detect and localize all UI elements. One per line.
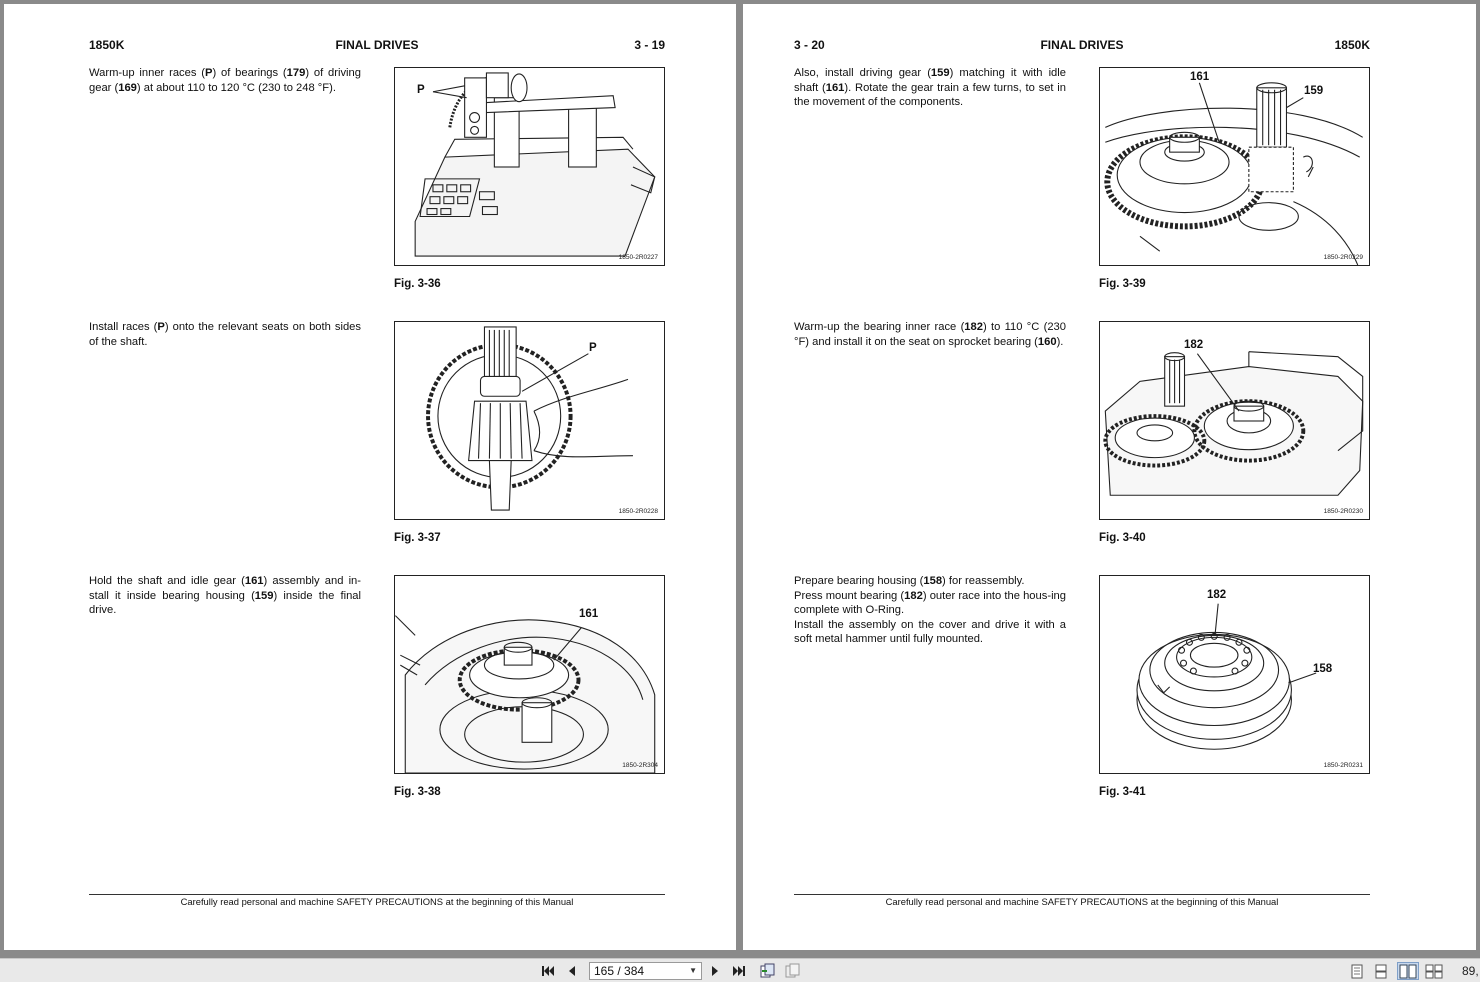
figure-id: 1850-2R0229: [1323, 254, 1363, 261]
two-page-continuous-view-button[interactable]: [1425, 962, 1443, 980]
continuous-view-button[interactable]: [1373, 962, 1389, 980]
instruction-paragraph: Warm-up the bearing inner race (182) to …: [794, 321, 1066, 348]
fit-page-icon: [760, 963, 775, 978]
two-page-icon: [1399, 964, 1417, 978]
prev-page-icon: [569, 966, 575, 976]
instruction-paragraph: Prepare bearing housing (158) for reasse…: [794, 575, 1066, 646]
figure-gear-train: 161 159 1850-2R0229: [1099, 67, 1370, 266]
page-header: 1850K FINAL DRIVES 3 - 19: [89, 38, 665, 54]
header-page-number: 3 - 19: [634, 38, 665, 52]
callout-label: 159: [1304, 85, 1324, 97]
header-model: 1850K: [1334, 38, 1370, 52]
page-footer: Carefully read personal and machine SAFE…: [885, 896, 1279, 907]
prev-page-button[interactable]: [565, 962, 579, 980]
callout-label: 182: [1207, 589, 1227, 601]
left-page: 1850K FINAL DRIVES 3 - 19 Warm-up inner …: [4, 4, 736, 950]
figure-caption: Fig. 3-38: [394, 786, 441, 798]
figure-caption: Fig. 3-39: [1099, 278, 1146, 290]
figure-caption: Fig. 3-36: [394, 278, 441, 290]
figure-id: 1850-2R0231: [1323, 762, 1363, 769]
last-page-icon: [733, 966, 745, 976]
header-page-number: 3 - 20: [794, 38, 825, 52]
bearing-race-drawing: [1103, 351, 1364, 496]
shaft-races-drawing: [426, 326, 633, 511]
figure-id: 1850-2R0227: [618, 254, 658, 261]
bearing-heater-drawing: [414, 72, 656, 257]
footer-rule: [794, 894, 1370, 895]
fit-page-button[interactable]: [758, 962, 776, 980]
fit-width-icon: [785, 963, 800, 978]
page-header: 3 - 20 FINAL DRIVES 1850K: [794, 38, 1370, 54]
callout-label: 158: [1313, 663, 1333, 675]
bearing-housing-drawing: [1136, 603, 1317, 750]
callout-label: P: [417, 84, 425, 96]
header-section: FINAL DRIVES: [1040, 38, 1124, 52]
two-page-view-button[interactable]: [1397, 962, 1419, 980]
page-number-select[interactable]: 165 / 384 ▼: [589, 962, 702, 980]
zoom-level[interactable]: 89,: [1462, 964, 1479, 978]
continuous-icon: [1375, 964, 1387, 978]
first-page-icon: [542, 966, 554, 976]
figure-caption: Fig. 3-41: [1099, 786, 1146, 798]
single-page-icon: [1351, 964, 1363, 978]
right-page: 3 - 20 FINAL DRIVES 1850K Also, install …: [743, 4, 1476, 950]
header-model: 1850K: [89, 38, 125, 52]
instruction-paragraph: Install races (P) onto the relevant seat…: [89, 321, 361, 348]
instruction-paragraph: Warm-up inner races (P) of bearings (179…: [89, 67, 361, 94]
first-page-button[interactable]: [540, 962, 556, 980]
chevron-down-icon: ▼: [689, 966, 697, 975]
two-page-continuous-icon: [1425, 964, 1443, 978]
next-page-button[interactable]: [708, 962, 722, 980]
instruction-paragraph: Hold the shaft and idle gear (161) assem…: [89, 575, 362, 617]
figure-idle-gear-install: 161 1850-2R304: [394, 575, 665, 774]
figure-caption: Fig. 3-37: [394, 532, 441, 544]
callout-label: 161: [1190, 71, 1210, 83]
footer-rule: [89, 894, 665, 895]
callout-label: 182: [1184, 339, 1204, 351]
callout-label: 161: [579, 608, 599, 620]
idle-gear-install-drawing: [395, 615, 656, 773]
figure-bearing-race: 182 1850-2R0230: [1099, 321, 1370, 520]
page-footer: Carefully read personal and machine SAFE…: [180, 896, 574, 907]
figure-caption: Fig. 3-40: [1099, 532, 1146, 544]
instruction-paragraph: Also, install driving gear (159) matchin…: [794, 67, 1066, 109]
figure-bearing-heater: P 1850-2R0227: [394, 67, 665, 266]
next-page-icon: [712, 966, 718, 976]
figure-id: 1850-2R0230: [1323, 508, 1363, 515]
figure-id: 1850-2R304: [622, 762, 658, 769]
single-page-view-button[interactable]: [1349, 962, 1365, 980]
callout-label: P: [589, 342, 597, 354]
figure-id: 1850-2R0228: [618, 508, 658, 515]
viewer-toolbar: 165 / 384 ▼ 89,: [0, 958, 1480, 982]
header-section: FINAL DRIVES: [335, 38, 419, 52]
fit-width-button[interactable]: [783, 962, 801, 980]
gear-train-drawing: [1104, 82, 1363, 265]
last-page-button[interactable]: [731, 962, 747, 980]
figure-bearing-housing: 182 158 1850-2R0231: [1099, 575, 1370, 774]
page-indicator: 165 / 384: [594, 964, 645, 978]
figure-shaft-races: P 1850-2R0228: [394, 321, 665, 520]
